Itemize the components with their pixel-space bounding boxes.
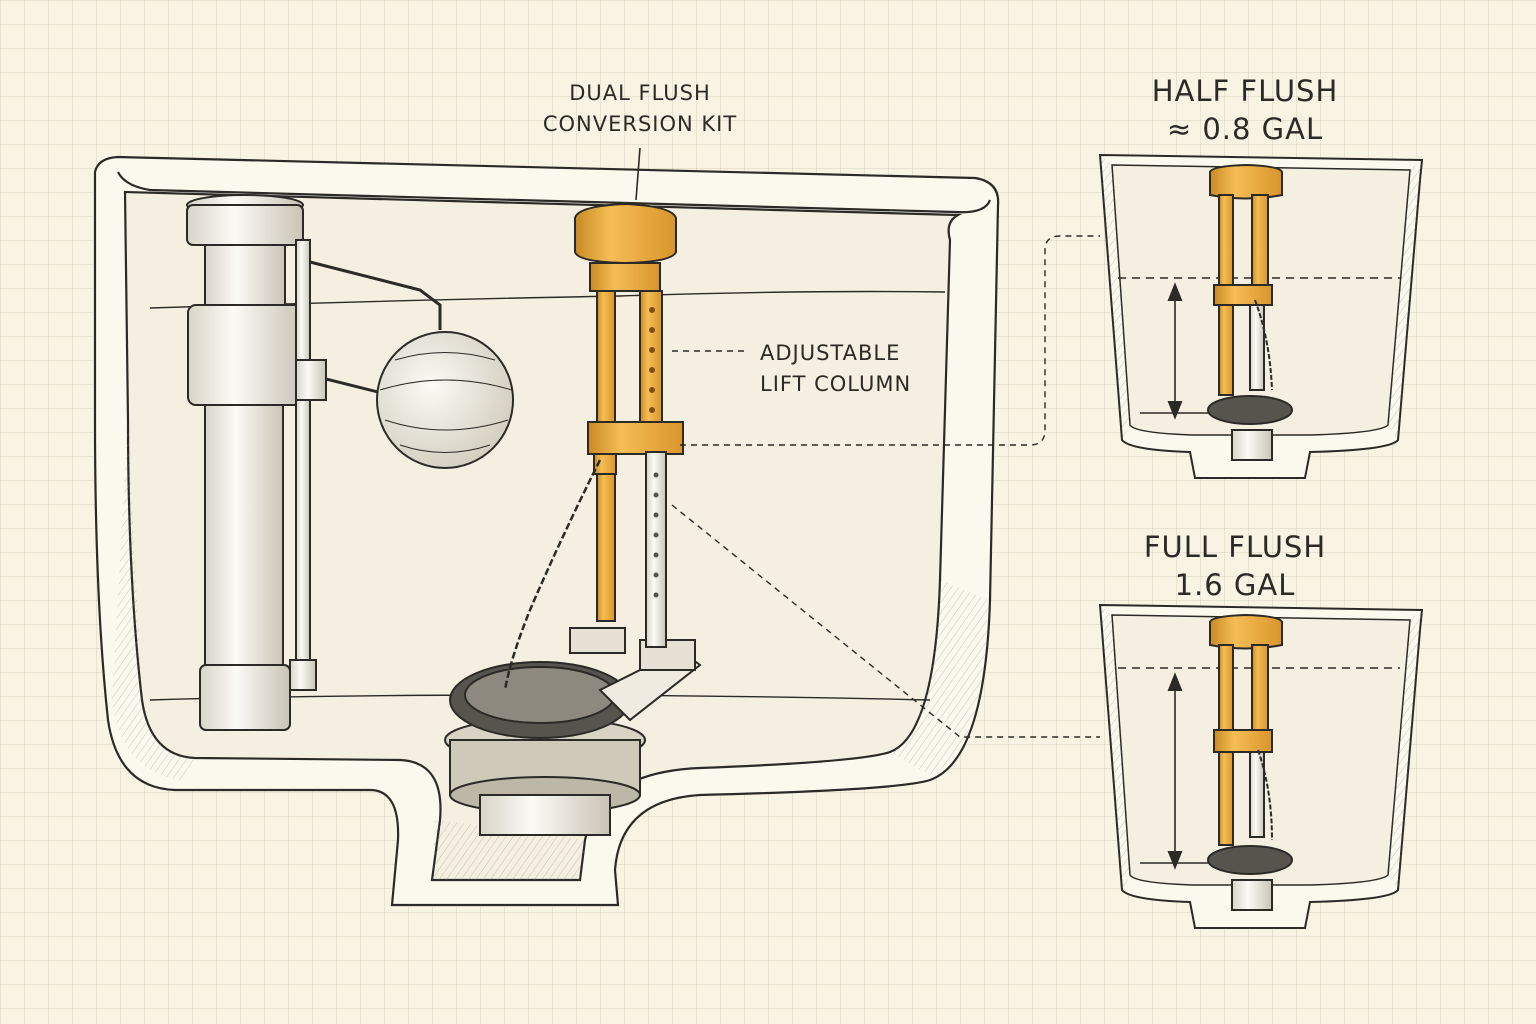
half-flush-title: HALF FLUSH — [1151, 74, 1339, 108]
half-flush-heading: HALF FLUSH ≈ 0.8 GAL — [1120, 72, 1370, 148]
kit-callout-line1: DUAL FLUSH — [569, 81, 711, 105]
half-flush-tank — [1098, 153, 1424, 479]
full-flush-tank — [1098, 603, 1424, 929]
fill-valve — [186, 194, 442, 731]
column-callout-line2: LIFT COLUMN — [760, 372, 912, 396]
kit-lower-rod — [645, 451, 667, 648]
tank-rim — [117, 171, 992, 214]
main-tank — [93, 155, 1000, 907]
dual-flush-kit — [503, 202, 684, 691]
kit-callout-line2: CONVERSION KIT — [542, 112, 738, 136]
full-flush-volume: 1.6 GAL — [1174, 568, 1296, 602]
float-arm — [309, 260, 442, 330]
half-flush-connector — [680, 235, 1100, 446]
callout-leaders — [635, 147, 1100, 738]
half-flush-volume: ≈ 0.8 GAL — [1166, 112, 1324, 146]
column-callout-line1: ADJUSTABLE — [760, 341, 901, 365]
full-flush-title: FULL FLUSH — [1143, 530, 1327, 564]
kit-callout-label: DUAL FLUSH CONVERSION KIT — [540, 78, 740, 140]
full-flush-connector — [671, 504, 1100, 738]
float-ball — [376, 331, 514, 469]
flapper — [449, 627, 702, 739]
kit-collar — [587, 421, 684, 455]
full-flush-heading: FULL FLUSH 1.6 GAL — [1110, 528, 1360, 604]
chain — [503, 459, 602, 691]
column-callout-label: ADJUSTABLE LIFT COLUMN — [760, 338, 911, 400]
kit-leader — [635, 147, 641, 201]
kit-cap — [574, 202, 677, 265]
